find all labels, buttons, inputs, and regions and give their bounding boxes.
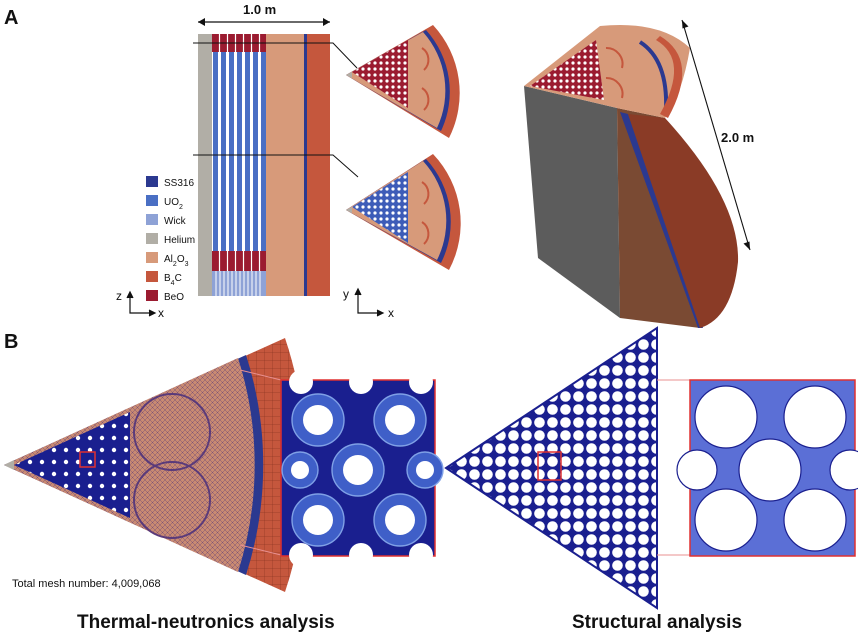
legend-swatch-1 (146, 195, 158, 206)
legend-label-6: BeO (164, 292, 184, 303)
thermal-fuel-region (14, 412, 130, 518)
legend-swatch-5 (146, 271, 158, 282)
structural-caption: Structural analysis (572, 612, 742, 633)
panel-b-label: B (4, 331, 18, 353)
al2o3-layer (266, 34, 304, 296)
axial-cross-section (198, 34, 330, 296)
axis-y-label: y (343, 287, 349, 301)
ss316-liner (304, 34, 307, 296)
legend-label-2: Wick (164, 216, 187, 227)
structural-zoom-connectors (657, 379, 690, 556)
width-label: 1.0 m (243, 2, 276, 17)
height-label: 2.0 m (721, 130, 754, 145)
radial-section-lower (346, 154, 461, 270)
structural-zoom-inset (676, 379, 858, 557)
legend-label-5: B4C (164, 273, 182, 287)
legend-swatch-6 (146, 290, 158, 301)
b4c-layer (307, 34, 330, 296)
axis-triad-zx (126, 290, 157, 317)
thermal-mesh-wedge (4, 338, 306, 592)
height-dimension: 2.0 m (681, 19, 754, 251)
axis-x-label-left: x (158, 306, 164, 320)
structural-mesh-triangle (444, 326, 658, 610)
thermal-zoom-box (79, 451, 96, 468)
thermal-zoom-inset (280, 370, 444, 567)
legend-swatch-4 (146, 252, 158, 263)
legend-swatch-3 (146, 233, 158, 244)
lower-beo-reflector (212, 251, 266, 271)
legend-label-0: SS316 (164, 178, 194, 189)
section-cut-lines (193, 42, 359, 178)
axis-z-label: z (116, 289, 122, 303)
legend-label-1: UO2 (164, 197, 183, 211)
axis-triad-yx (354, 287, 385, 317)
structural-zoom-box (537, 451, 562, 481)
thermal-caption: Thermal-neutronics analysis (77, 612, 335, 633)
fuel-rods (213, 34, 266, 296)
legend-label-3: Helium (164, 235, 195, 246)
legend-swatch-2 (146, 214, 158, 225)
radial-section-upper (346, 25, 460, 138)
axis-x-label-right: x (388, 306, 394, 320)
wedge-3d-model (524, 24, 739, 328)
total-mesh-label: Total mesh number: 4,009,068 (12, 578, 161, 590)
legend-label-4: Al2O3 (164, 254, 189, 268)
legend-swatch-0 (146, 176, 158, 187)
width-dimension: 1.0 m (198, 2, 330, 26)
thermal-zoom-connectors (239, 369, 282, 556)
panel-a-label: A (4, 7, 18, 29)
